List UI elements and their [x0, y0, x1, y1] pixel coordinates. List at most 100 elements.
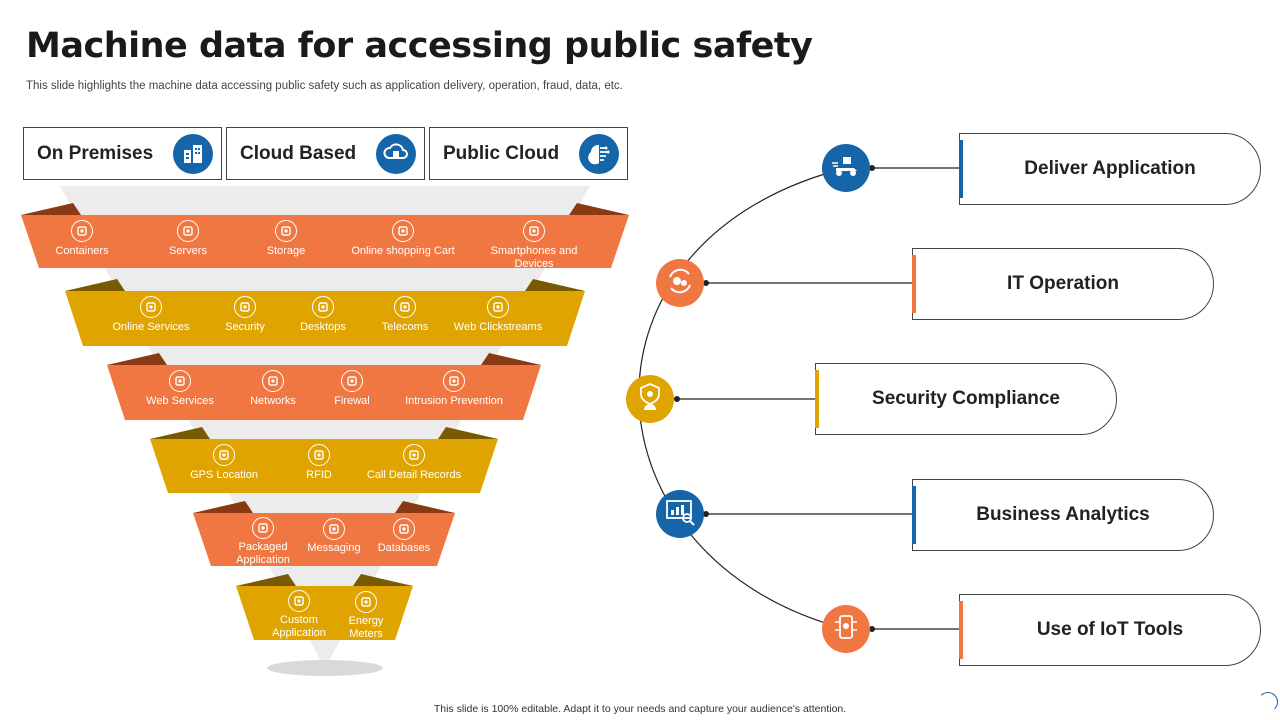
page-subtitle: This slide highlights the machine data a…	[26, 80, 623, 92]
network-icon	[262, 370, 284, 392]
funnel-item-label: RFID	[306, 469, 332, 481]
funnel-item: Desktops	[268, 296, 378, 334]
band-fold-right	[395, 501, 455, 513]
server-icon	[177, 220, 199, 242]
call-records-icon	[403, 444, 425, 466]
use-box-iot-tools[interactable]: Use of IoT Tools	[959, 594, 1261, 666]
band-fold-left	[193, 501, 253, 513]
deploy-box-on-premises[interactable]: On Premises	[23, 127, 222, 180]
funnel-item: Telecoms	[350, 296, 460, 334]
telecom-icon	[394, 296, 416, 318]
band-fold-left	[236, 574, 296, 586]
corner-arc-icon	[1258, 692, 1278, 712]
funnel-item-label: GPS Location	[190, 469, 258, 481]
funnel-item: Call Detail Records	[359, 444, 469, 482]
accent-bar	[959, 140, 963, 198]
storage-icon	[275, 220, 297, 242]
accent-bar	[912, 486, 916, 544]
connector-dot	[869, 626, 875, 632]
analytics-board-icon	[665, 498, 695, 531]
funnel-item-label: Security	[225, 321, 265, 333]
delivery-scooter-icon	[831, 153, 861, 184]
gps-icon	[213, 444, 235, 466]
funnel-item-label: Containers	[55, 245, 109, 257]
cloud-chip-icon	[376, 134, 416, 174]
funnel-item: Messaging	[279, 518, 389, 555]
funnel-item-label: Energy Meters	[348, 615, 384, 640]
security-icon	[234, 296, 256, 318]
funnel-item: Custom Application	[244, 590, 354, 640]
band-fold-right	[438, 427, 498, 439]
use-circle-iot	[822, 605, 870, 653]
deploy-label: Public Cloud	[443, 142, 560, 164]
funnel-item-label: Web Services	[146, 395, 214, 407]
accent-bar	[959, 601, 963, 659]
use-label: Business Analytics	[976, 504, 1150, 525]
funnel-item-label: Online Services	[112, 321, 190, 333]
use-circle-deliver	[822, 144, 870, 192]
funnel-item: Energy Meters	[311, 591, 421, 641]
container-icon	[71, 220, 93, 242]
funnel-item: Web Services	[125, 370, 235, 408]
funnel-item-label: Intrusion Prevention	[405, 395, 503, 407]
cart-icon	[392, 220, 414, 242]
band-fold-right	[481, 353, 541, 365]
funnel-item: Smartphones and Devices	[479, 220, 589, 271]
deploy-label: Cloud Based	[240, 142, 357, 164]
funnel-band	[65, 291, 585, 346]
clickstream-icon	[487, 296, 509, 318]
band-fold-left	[107, 353, 167, 365]
use-label: Security Compliance	[872, 388, 1060, 409]
funnel-item-label: Custom Application	[272, 614, 326, 639]
use-box-security-compliance[interactable]: Security Compliance	[815, 363, 1117, 435]
use-circle-security	[626, 375, 674, 423]
funnel-item: Online Services	[96, 296, 206, 334]
use-box-deliver-application[interactable]: Deliver Application	[959, 133, 1261, 205]
band-fold-right	[569, 203, 629, 215]
funnel-item-label: Web Clickstreams	[453, 321, 543, 333]
funnel-item-label: Desktops	[300, 321, 346, 333]
package-icon	[252, 517, 274, 539]
use-label: Deliver Application	[1024, 158, 1196, 179]
funnel-item-label: Storage	[266, 245, 306, 257]
use-box-it-operation[interactable]: IT Operation	[912, 248, 1214, 320]
web-services-icon	[169, 370, 191, 392]
connector-dot	[674, 396, 680, 402]
funnel-item-label: Telecoms	[381, 321, 429, 333]
use-label: IT Operation	[1007, 273, 1119, 294]
funnel-item-label: Networks	[250, 395, 296, 407]
funnel-item: Online shopping Cart	[348, 220, 458, 258]
funnel-item: Firewal	[297, 370, 407, 408]
connector-dot	[703, 280, 709, 286]
gears-cycle-icon	[665, 266, 695, 301]
funnel-item: RFID	[264, 444, 374, 482]
footer-note: This slide is 100% editable. Adapt it to…	[433, 703, 847, 715]
funnel-item-label: Online shopping Cart	[351, 245, 455, 257]
funnel-item: Web Clickstreams	[443, 296, 553, 334]
funnel-item: Networks	[218, 370, 328, 408]
use-box-business-analytics[interactable]: Business Analytics	[912, 479, 1214, 551]
funnel-item: Databases	[349, 518, 459, 555]
funnel-item-label: Packaged Application	[236, 541, 290, 566]
funnel-item-label: Servers	[169, 245, 207, 257]
funnel-item: Storage	[231, 220, 341, 258]
funnel-item-label: Smartphones and Devices	[490, 245, 578, 270]
connector-dot	[869, 165, 875, 171]
brain-circuit-icon	[579, 134, 619, 174]
accent-bar	[815, 370, 819, 428]
funnel-item: Packaged Application	[208, 517, 318, 567]
band-fold-left	[65, 279, 125, 291]
funnel-item: GPS Location	[169, 444, 279, 482]
database-icon	[393, 518, 415, 540]
deploy-box-public-cloud[interactable]: Public Cloud	[429, 127, 628, 180]
buildings-icon	[173, 134, 213, 174]
custom-app-icon	[288, 590, 310, 612]
accent-bar	[912, 255, 916, 313]
smartphone-icon	[523, 220, 545, 242]
band-fold-right	[525, 279, 585, 291]
shield-person-icon	[635, 382, 665, 417]
energy-meter-icon	[355, 591, 377, 613]
use-circle-it-operation	[656, 259, 704, 307]
use-label: Use of IoT Tools	[1036, 619, 1184, 640]
deploy-box-cloud-based[interactable]: Cloud Based	[226, 127, 425, 180]
